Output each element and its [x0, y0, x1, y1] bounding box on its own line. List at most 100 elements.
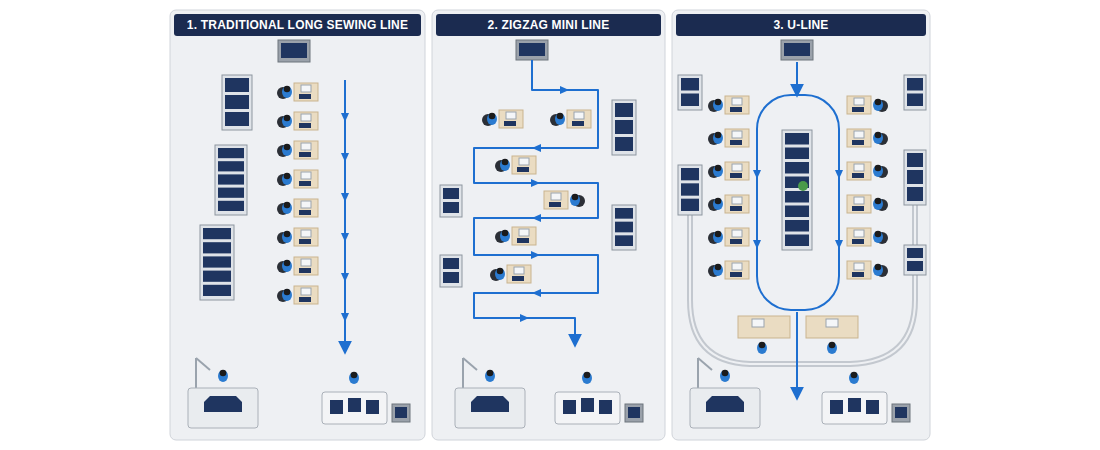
worker-head — [715, 231, 722, 238]
garment-stack — [443, 258, 459, 269]
packing-table — [555, 392, 620, 424]
folded-shirt — [830, 400, 843, 414]
garment-stack — [907, 78, 923, 91]
worker-body — [487, 113, 497, 125]
worker-head — [759, 342, 766, 349]
arrow-head — [835, 170, 843, 179]
garment-stack — [681, 199, 699, 211]
worker-head — [557, 113, 564, 120]
flow-loop — [757, 95, 839, 310]
worker-body — [873, 165, 883, 177]
worker-head — [487, 370, 494, 377]
arrow-head — [753, 170, 761, 179]
worker-body — [500, 230, 510, 242]
sewing-desk — [847, 261, 871, 279]
cart-frame — [222, 75, 252, 130]
cart-frame — [678, 165, 702, 215]
arrow-head — [531, 179, 540, 187]
sewing-machine — [854, 98, 864, 105]
worker-head — [572, 194, 579, 201]
garment-stack — [225, 112, 249, 126]
sewing-machine — [551, 193, 561, 200]
ironing-table — [455, 388, 525, 428]
sewing-desk — [567, 110, 591, 128]
arrow-head — [341, 193, 349, 202]
panel-title: 3. U-LINE — [773, 18, 828, 32]
worker-body — [555, 113, 565, 125]
cart-frame — [904, 75, 926, 110]
garment-stack — [225, 95, 249, 109]
fabric-piece — [512, 276, 524, 281]
garment-stack — [785, 133, 809, 145]
worker-body — [282, 144, 292, 156]
worker-head — [875, 264, 882, 271]
cart-frame — [612, 100, 636, 155]
lamp-arm — [196, 358, 210, 370]
sewing-desk — [725, 129, 749, 147]
fabric-piece — [299, 297, 311, 302]
sewing-desk — [294, 141, 318, 159]
garment-stack — [785, 220, 809, 232]
worker-body — [282, 115, 292, 127]
garment-stack — [218, 201, 244, 211]
worker-head — [284, 231, 291, 238]
fabric-piece — [730, 206, 742, 211]
sewing-machine — [301, 259, 311, 266]
fabric-piece — [852, 206, 864, 211]
sewing-desk — [725, 162, 749, 180]
garment-stack — [615, 103, 633, 117]
header-band: 2. ZIGZAG MINI LINE — [436, 14, 661, 36]
sewing-machine — [732, 164, 742, 171]
cart-frame — [440, 255, 462, 287]
fabric-piece — [572, 121, 584, 126]
panel-background — [672, 10, 930, 440]
sewing-machine — [732, 263, 742, 270]
sewing-desk — [847, 195, 871, 213]
sewing-desk — [847, 129, 871, 147]
bin — [892, 404, 910, 422]
worker-head — [284, 260, 291, 267]
worker-head — [851, 372, 858, 379]
ironing-table — [690, 388, 760, 428]
garment-stack — [218, 161, 244, 171]
u-rail — [690, 200, 915, 364]
garment-stack — [785, 206, 809, 218]
worker-body — [282, 231, 292, 243]
worker-body — [349, 372, 359, 384]
header-band: 3. U-LINE — [676, 14, 926, 36]
fabric-piece — [730, 140, 742, 145]
worker-head — [829, 342, 836, 349]
fabric-piece — [730, 239, 742, 244]
worker-head — [722, 370, 729, 377]
bin-contents — [784, 43, 810, 56]
sewing-desk — [507, 265, 531, 283]
sewing-machine — [506, 112, 516, 119]
folded-shirt — [563, 400, 576, 414]
sewing-machine — [752, 319, 764, 327]
sewing-machine — [301, 85, 311, 92]
worker-head — [489, 113, 496, 120]
garment-stack — [785, 191, 809, 203]
bin — [781, 40, 813, 60]
garment-stack — [203, 271, 231, 282]
arrow-head — [341, 113, 349, 122]
bin — [392, 404, 410, 422]
sewing-machine — [732, 230, 742, 237]
bin — [625, 404, 643, 422]
bin — [516, 40, 548, 60]
cart-frame — [678, 75, 702, 110]
garment-stack — [615, 235, 633, 246]
bin-contents — [395, 407, 407, 418]
sewing-machine — [732, 197, 742, 204]
worker-body — [873, 99, 883, 111]
worker-body — [713, 165, 723, 177]
folded-shirt — [330, 400, 343, 414]
garment-stack — [907, 248, 923, 258]
garment — [204, 396, 242, 412]
garment — [471, 396, 509, 412]
sewing-machine — [301, 114, 311, 121]
garment-stack — [907, 94, 923, 107]
sewing-desk — [847, 96, 871, 114]
sewing-machine — [519, 158, 529, 165]
